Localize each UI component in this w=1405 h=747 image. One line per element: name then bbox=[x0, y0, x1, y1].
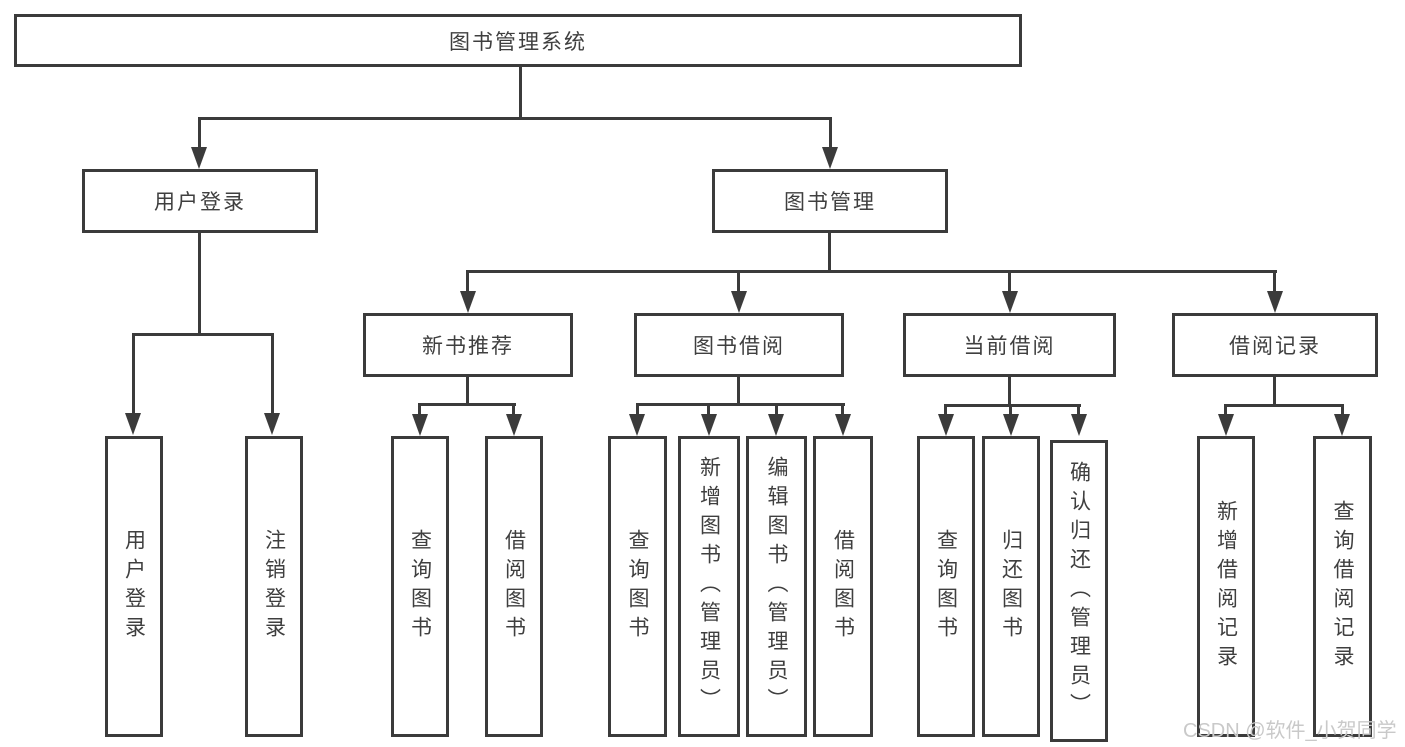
connector-line bbox=[636, 403, 639, 415]
leaf-label: 查询图书 bbox=[626, 528, 650, 645]
arrow-down-icon bbox=[191, 147, 207, 169]
connector-line bbox=[1008, 270, 1011, 291]
leaf-query-books-current: 查询图书 bbox=[917, 436, 975, 737]
connector-line bbox=[1009, 404, 1012, 415]
arrow-down-icon bbox=[506, 414, 522, 436]
connector-line bbox=[1077, 404, 1080, 415]
connector-line bbox=[466, 270, 1277, 273]
node-label: 借阅记录 bbox=[1229, 335, 1321, 358]
connector-line bbox=[636, 403, 845, 406]
connector-line bbox=[1341, 404, 1344, 415]
connector-line bbox=[198, 117, 201, 148]
node-book-borrowing: 图书借阅 bbox=[634, 313, 844, 377]
leaf-label: 查询图书 bbox=[934, 528, 958, 645]
leaf-borrow-books-recommend: 借阅图书 bbox=[485, 436, 543, 737]
connector-line bbox=[512, 403, 515, 415]
connector-line bbox=[418, 403, 516, 406]
node-label: 用户登录 bbox=[154, 191, 246, 214]
arrow-down-icon bbox=[460, 291, 476, 313]
node-new-book-recommendation: 新书推荐 bbox=[363, 313, 573, 377]
arrow-down-icon bbox=[768, 414, 784, 436]
leaf-label: 编辑图书（管理员） bbox=[765, 456, 789, 717]
arrow-down-icon bbox=[1071, 414, 1087, 436]
connector-line bbox=[132, 333, 135, 413]
connector-line bbox=[707, 403, 710, 415]
arrow-down-icon bbox=[731, 291, 747, 313]
leaf-label: 归还图书 bbox=[999, 528, 1023, 645]
arrow-down-icon bbox=[125, 413, 141, 435]
leaf-label: 借阅图书 bbox=[502, 528, 526, 645]
node-label: 图书管理系统 bbox=[449, 30, 587, 54]
node-book-management: 图书管理 bbox=[712, 169, 948, 233]
connector-line bbox=[519, 67, 522, 118]
leaf-label: 新增图书（管理员） bbox=[697, 456, 721, 717]
connector-line bbox=[829, 117, 832, 148]
connector-line bbox=[132, 333, 274, 336]
connector-line bbox=[418, 403, 421, 415]
connector-line bbox=[1273, 270, 1276, 291]
arrow-down-icon bbox=[264, 413, 280, 435]
leaf-query-books-recommend: 查询图书 bbox=[391, 436, 449, 737]
connector-line bbox=[737, 270, 740, 291]
connector-line bbox=[1224, 404, 1227, 415]
leaf-return-books: 归还图书 bbox=[982, 436, 1040, 737]
arrow-down-icon bbox=[1218, 414, 1234, 436]
node-label: 图书管理 bbox=[784, 191, 876, 214]
connector-line bbox=[466, 270, 469, 291]
leaf-edit-book-admin: 编辑图书（管理员） bbox=[746, 436, 807, 737]
arrow-down-icon bbox=[822, 147, 838, 169]
node-user-login: 用户登录 bbox=[82, 169, 318, 233]
arrow-down-icon bbox=[1002, 291, 1018, 313]
connector-line bbox=[944, 404, 947, 415]
arrow-down-icon bbox=[938, 414, 954, 436]
connector-line bbox=[1224, 404, 1344, 407]
connector-line bbox=[271, 333, 274, 413]
node-label: 新书推荐 bbox=[422, 335, 514, 358]
leaf-query-books-borrowing: 查询图书 bbox=[608, 436, 667, 737]
leaf-confirm-return-admin: 确认归还（管理员） bbox=[1050, 440, 1108, 742]
connector-line bbox=[944, 404, 1081, 407]
leaf-user-login: 用户登录 bbox=[105, 436, 163, 737]
leaf-label: 注销登录 bbox=[262, 528, 286, 645]
connector-line bbox=[466, 377, 469, 406]
csdn-watermark: CSDN @软件_小贺同学 bbox=[1183, 720, 1397, 742]
node-current-borrowing: 当前借阅 bbox=[903, 313, 1116, 377]
leaf-label: 借阅图书 bbox=[831, 528, 855, 645]
arrow-down-icon bbox=[1267, 291, 1283, 313]
connector-line bbox=[775, 403, 778, 415]
connector-line bbox=[737, 377, 740, 406]
arrow-down-icon bbox=[1003, 414, 1019, 436]
node-label: 当前借阅 bbox=[963, 335, 1056, 358]
arrow-down-icon bbox=[1334, 414, 1350, 436]
connector-line bbox=[1008, 377, 1011, 407]
arrow-down-icon bbox=[412, 414, 428, 436]
node-library-management-system: 图书管理系统 bbox=[14, 14, 1022, 67]
connector-line bbox=[828, 233, 831, 273]
leaf-label: 确认归还（管理员） bbox=[1067, 460, 1091, 722]
leaf-label: 查询图书 bbox=[408, 528, 432, 645]
leaf-borrow-books-borrowing: 借阅图书 bbox=[813, 436, 873, 737]
leaf-add-borrow-record: 新增借阅记录 bbox=[1197, 436, 1255, 737]
arrow-down-icon bbox=[701, 414, 717, 436]
node-borrowing-records: 借阅记录 bbox=[1172, 313, 1378, 377]
connector-line bbox=[841, 403, 844, 415]
leaf-label: 用户登录 bbox=[122, 528, 146, 645]
leaf-label: 查询借阅记录 bbox=[1331, 499, 1355, 674]
leaf-add-book-admin: 新增图书（管理员） bbox=[678, 436, 740, 737]
connector-line bbox=[198, 117, 832, 120]
leaf-query-borrow-record: 查询借阅记录 bbox=[1313, 436, 1372, 737]
connector-line bbox=[1273, 377, 1276, 407]
node-label: 图书借阅 bbox=[693, 335, 785, 358]
arrow-down-icon bbox=[629, 414, 645, 436]
leaf-label: 新增借阅记录 bbox=[1214, 499, 1238, 674]
arrow-down-icon bbox=[835, 414, 851, 436]
leaf-logout: 注销登录 bbox=[245, 436, 303, 737]
connector-line bbox=[198, 233, 201, 336]
